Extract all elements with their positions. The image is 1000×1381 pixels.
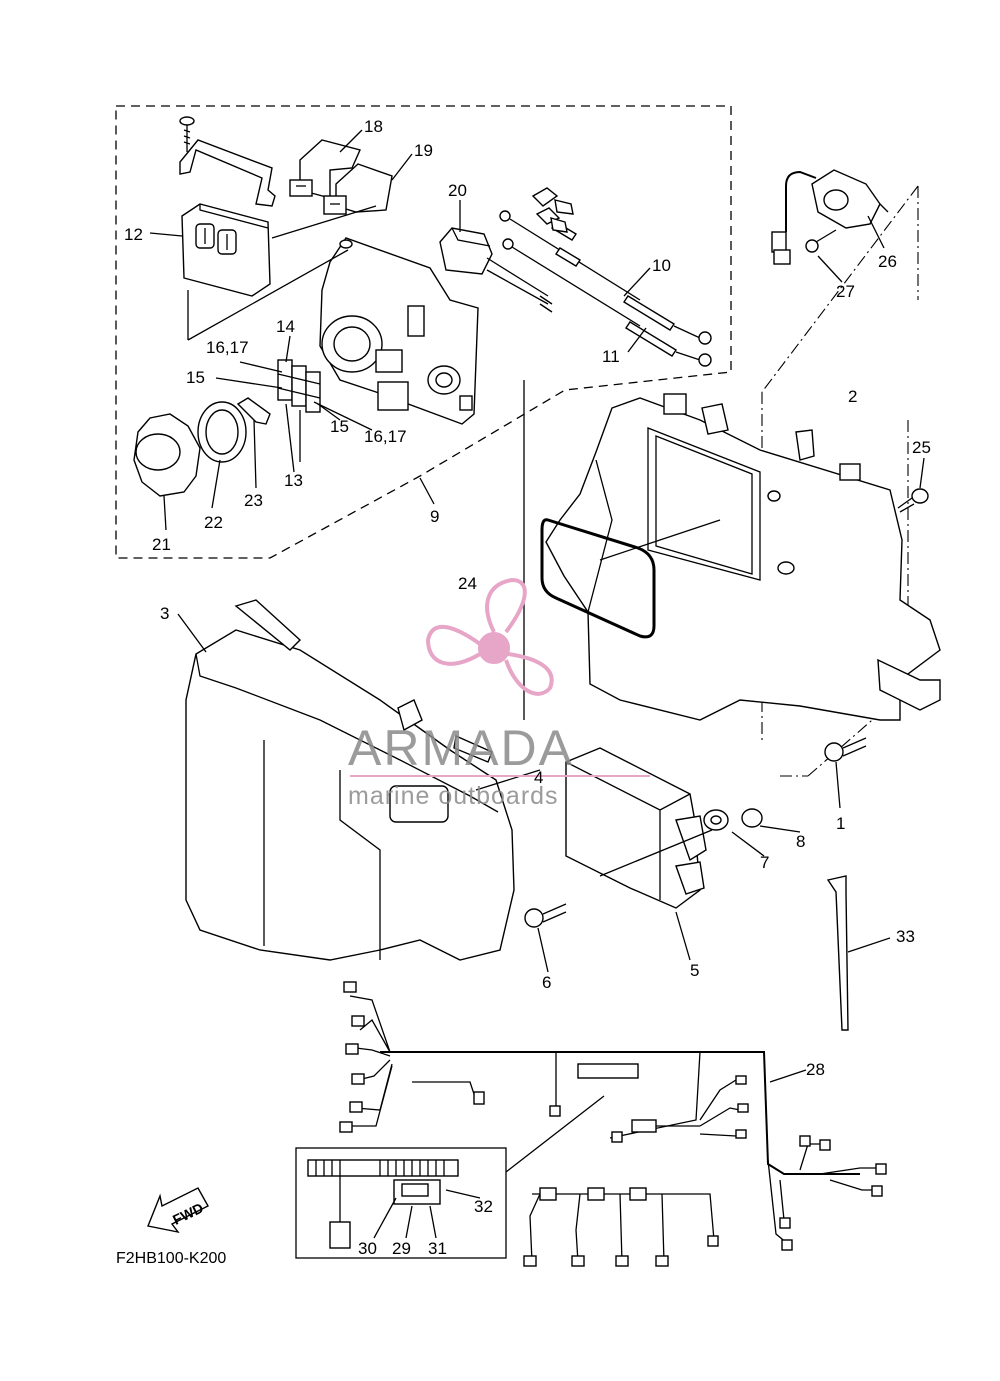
electrical-box-icon	[545, 393, 941, 721]
part-label-23: 23	[244, 491, 263, 510]
part-callouts: 18 19 12 20 10 11 14 16,17 15 16,17 15 1…	[124, 117, 931, 1258]
grommet-icon	[599, 808, 801, 877]
armada-watermark: ARMADA marine outboards	[348, 577, 650, 810]
part-label-3: 3	[160, 604, 169, 623]
sensor-icon	[439, 227, 493, 275]
bolt-icon-1	[824, 737, 867, 809]
leader-lines	[149, 129, 651, 531]
gasket-icon	[540, 518, 656, 639]
part-label-32: 32	[474, 1197, 493, 1216]
watermark-title: ARMADA	[348, 720, 574, 776]
part-label-5: 5	[690, 961, 699, 980]
part-label-28: 28	[806, 1060, 825, 1079]
detail-inset-box	[295, 1147, 507, 1259]
propeller-logo-icon	[425, 577, 554, 696]
part-label-8: 8	[796, 832, 805, 851]
part-label-16-17-lower: 16,17	[364, 427, 407, 446]
clip-icon	[236, 397, 271, 425]
forward-direction-arrow-icon: FWD	[147, 1187, 209, 1234]
terminal-block-icon	[277, 359, 321, 413]
part-label-18: 18	[364, 117, 383, 136]
bracket-icon	[179, 139, 276, 207]
screw-top-icon	[179, 116, 195, 152]
part-label-21: 21	[152, 535, 171, 554]
detail-inset-leader	[505, 1095, 605, 1173]
part-label-15-upper: 15	[186, 368, 205, 387]
cover-icon	[177, 599, 541, 961]
gasket-guide-line	[523, 380, 721, 720]
pickup-coil-icon	[771, 169, 889, 283]
part-label-13: 13	[284, 471, 303, 490]
assembly-guide-lines	[761, 185, 919, 777]
fuse-holder-detail-icon	[307, 1159, 481, 1249]
part-label-12: 12	[124, 225, 143, 244]
part-label-10: 10	[652, 256, 671, 275]
part-label-22: 22	[204, 513, 223, 532]
part-label-31: 31	[428, 1239, 447, 1258]
part-label-29: 29	[392, 1239, 411, 1258]
part-label-24: 24	[458, 574, 477, 593]
part-label-11: 11	[602, 347, 620, 366]
part-label-7: 7	[760, 853, 769, 872]
watermark-subtitle: marine outboards	[348, 782, 559, 810]
part-label-1: 1	[836, 814, 845, 833]
cap-icon	[133, 413, 201, 497]
part-label-25: 25	[912, 438, 931, 457]
relay-icon	[289, 139, 393, 215]
part-label-2: 2	[848, 387, 857, 406]
part-label-6: 6	[542, 973, 551, 992]
o-ring-icon	[197, 401, 247, 463]
rectifier-regulator-icon	[181, 203, 271, 297]
drawing-code: F2HB100-K200	[116, 1250, 226, 1267]
part-label-15-lower: 15	[330, 417, 349, 436]
part-label-26: 26	[878, 252, 897, 271]
inset-boundary-dashed	[115, 105, 732, 559]
throttle-body-icon	[319, 237, 479, 425]
part-label-27: 27	[836, 282, 855, 301]
bolt-icon	[897, 457, 929, 513]
part-label-33: 33	[896, 927, 915, 946]
wire-harness-icon	[339, 981, 887, 1267]
part-label-30: 30	[358, 1239, 377, 1258]
part-label-14: 14	[276, 317, 295, 336]
part-label-16-17-upper: 16,17	[206, 338, 249, 357]
cable-tie-icon	[826, 875, 891, 1031]
control-unit-icon	[565, 747, 707, 961]
part-label-20: 20	[448, 181, 467, 200]
part-label-9: 9	[430, 507, 439, 526]
part-label-19: 19	[414, 141, 433, 160]
part-label-4: 4	[534, 768, 543, 787]
cable-leads-icon	[486, 187, 712, 367]
bolt-icon-6	[524, 903, 567, 973]
